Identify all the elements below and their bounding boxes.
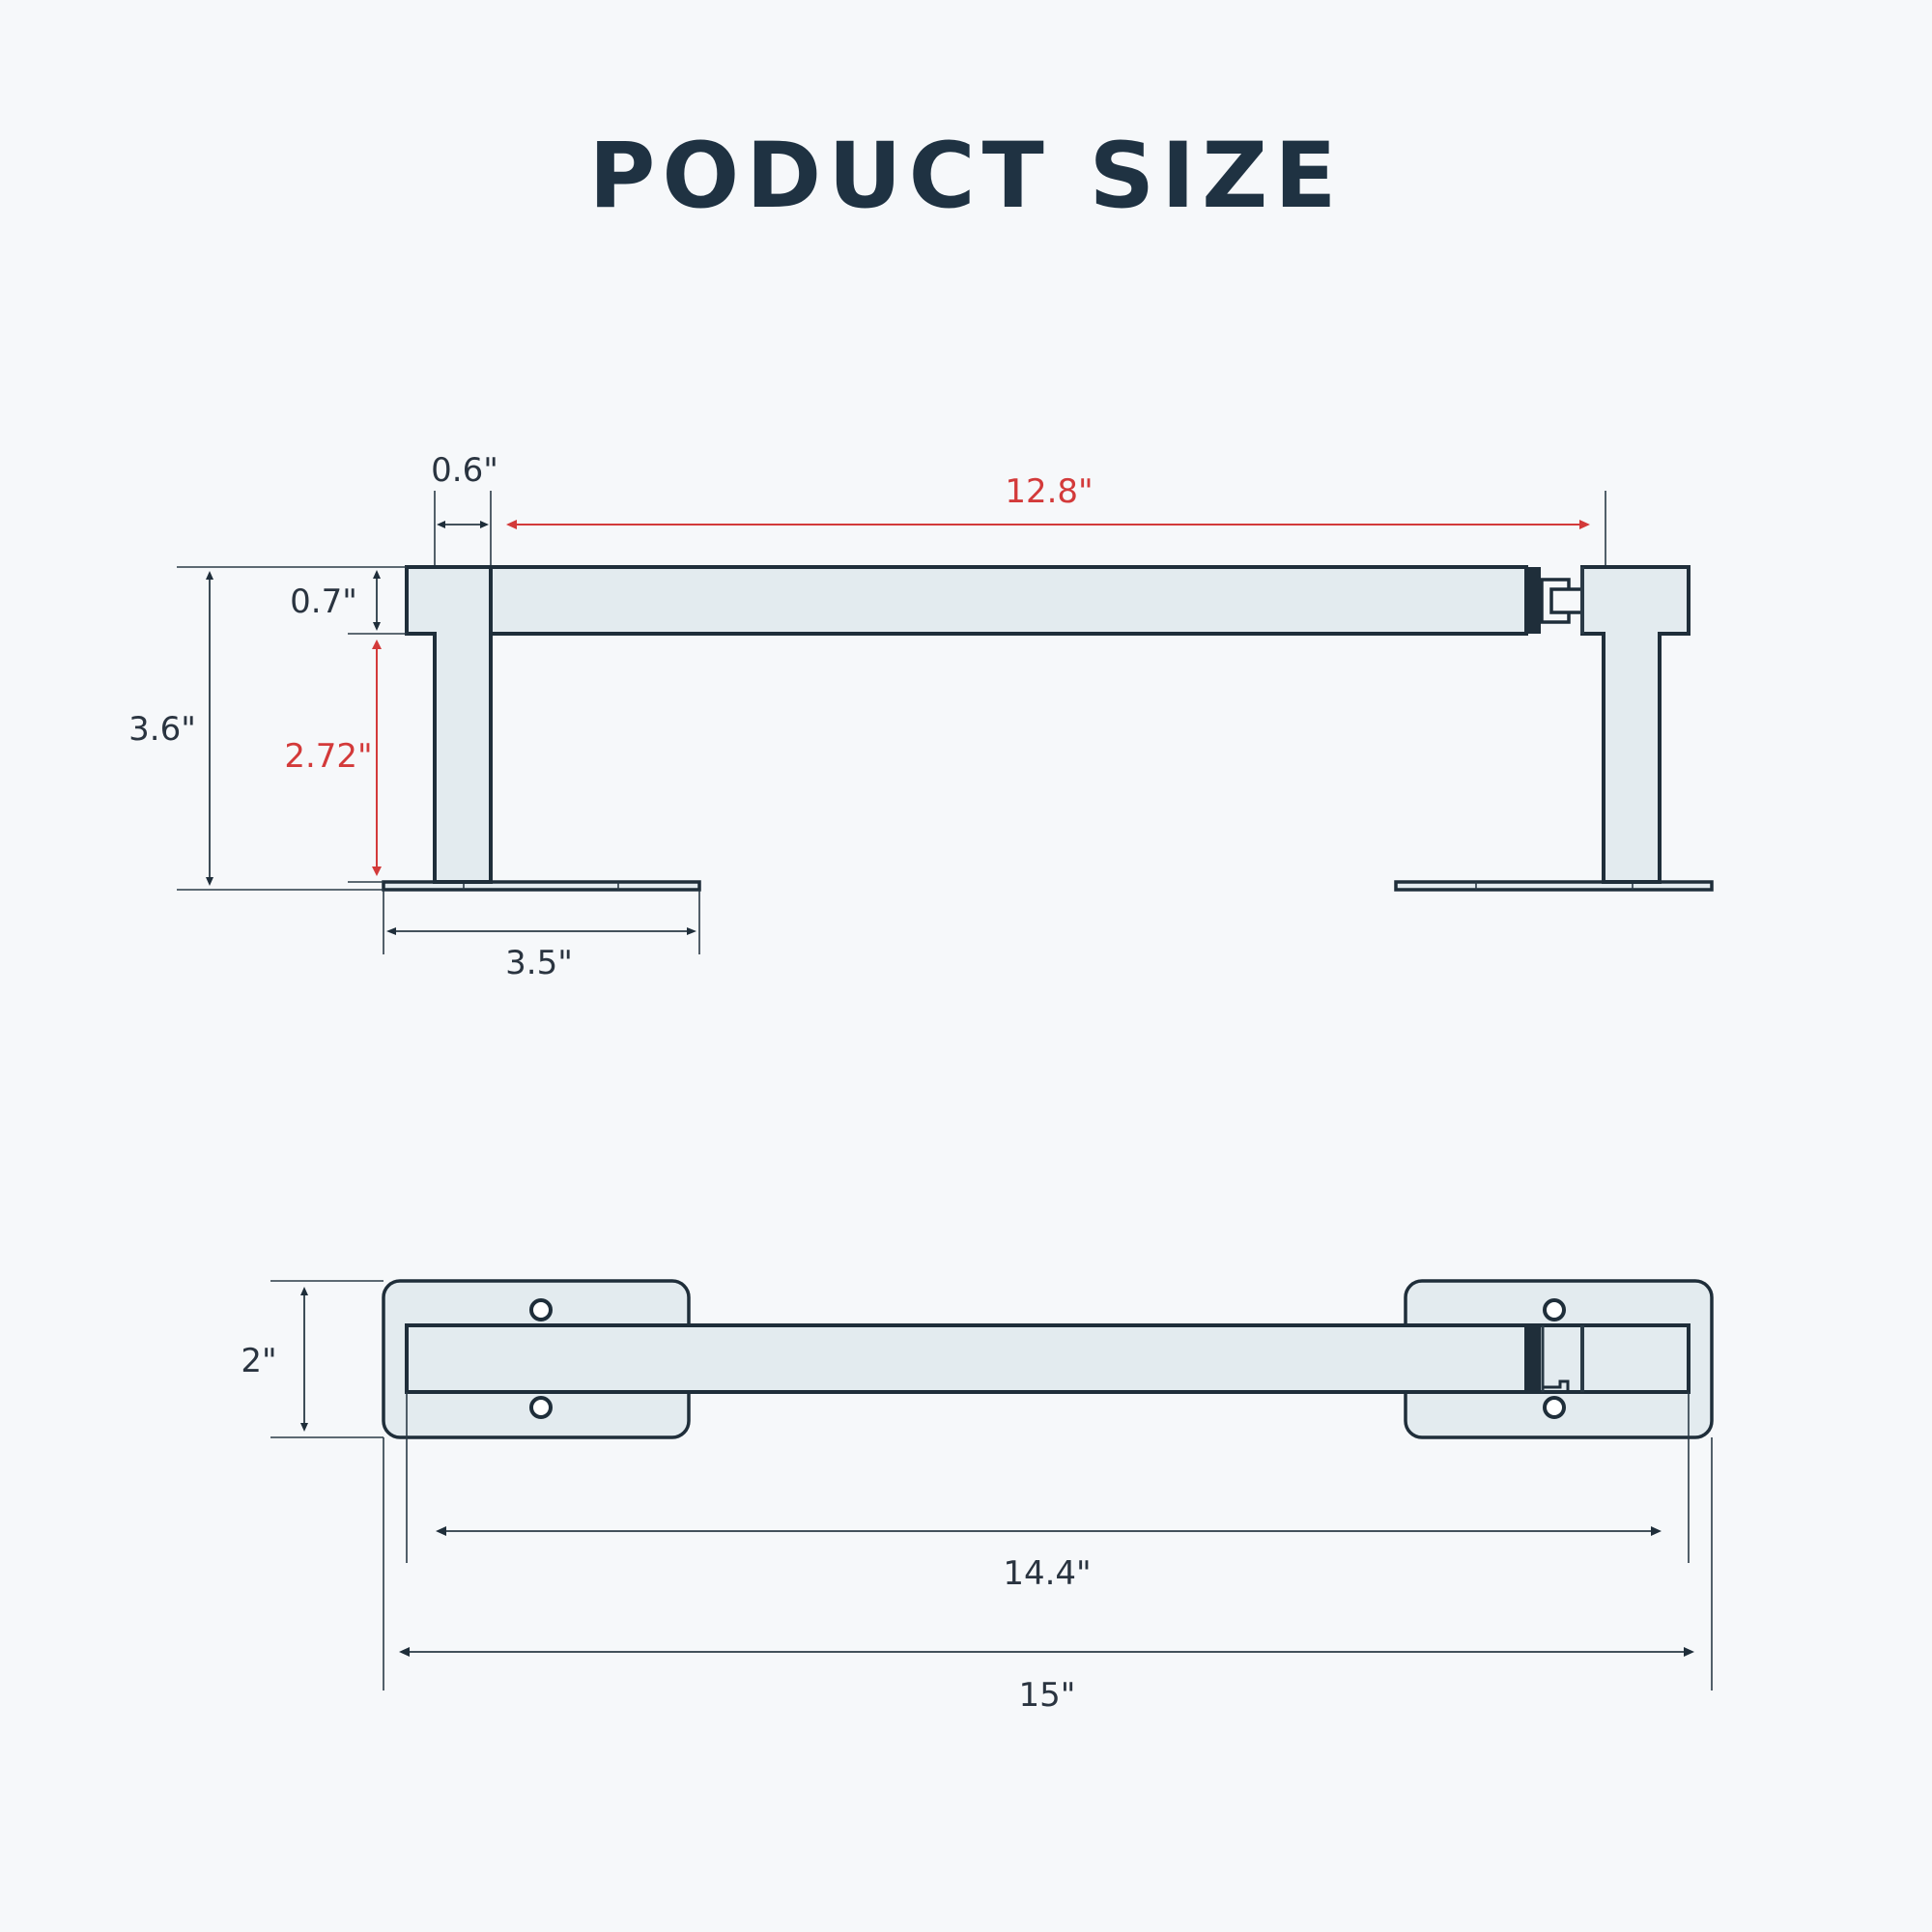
bar-length-label: 14.4" — [1003, 1554, 1091, 1593]
bar-thickness-label: 0.7" — [290, 582, 357, 621]
left-base-plate — [382, 880, 701, 892]
end-cap — [1524, 567, 1541, 634]
towel-bar-top — [405, 1323, 1690, 1394]
total-height-label: 3.6" — [128, 710, 196, 749]
base-width-label: 2" — [241, 1342, 276, 1380]
top-view: 2" 14.4" 15" — [241, 1279, 1714, 1715]
center-span-label: 12.8" — [1005, 472, 1093, 511]
overall-length-label: 15" — [1019, 1676, 1076, 1715]
right-base-plate — [1394, 880, 1714, 892]
towel-bar — [489, 565, 1528, 636]
screw-hole — [529, 1298, 553, 1321]
left-bracket — [405, 565, 493, 884]
right-bracket — [1580, 565, 1690, 884]
end-cap-top — [1524, 1325, 1541, 1392]
base-length-label: 3.5" — [505, 944, 573, 982]
page-title: PODUCT SIZE — [588, 124, 1344, 229]
clear-height-label: 2.72" — [284, 737, 372, 776]
screw-hole — [1543, 1298, 1566, 1321]
side-view: 0.6" 12.8" 0.7" 3.6" 2.72" — [128, 451, 1714, 982]
screw-hole — [1543, 1396, 1566, 1419]
screw-hole — [529, 1396, 553, 1419]
post-width-label: 0.6" — [431, 451, 498, 490]
